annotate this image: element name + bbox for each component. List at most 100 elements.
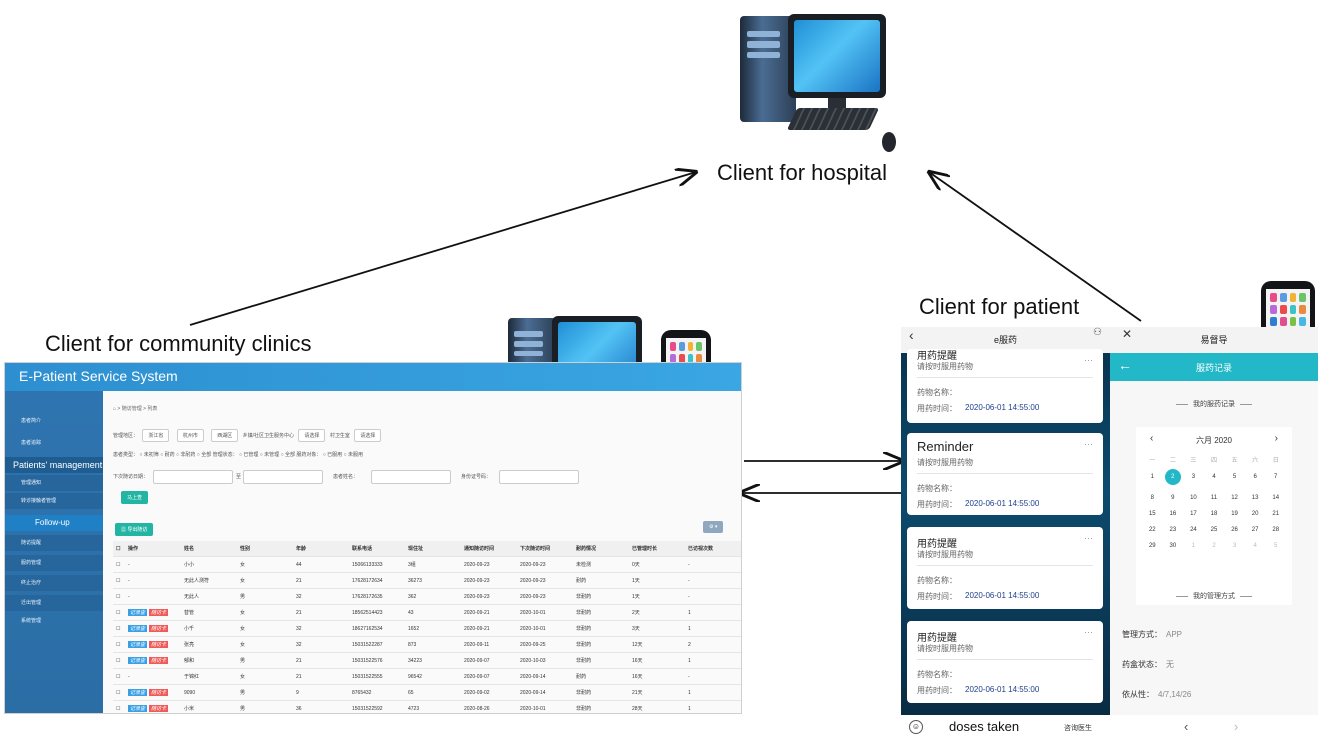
search-button[interactable]: 马上查	[121, 491, 149, 504]
calendar-day[interactable]: 6	[1253, 474, 1257, 480]
calendar-day[interactable]: 2	[1212, 543, 1216, 549]
province-select[interactable]: 浙江省	[142, 429, 170, 442]
close-icon[interactable]: ✕	[1122, 327, 1133, 341]
street-select[interactable]: 请选择	[298, 429, 326, 442]
calendar-day[interactable]: 14	[1272, 495, 1280, 501]
more-icon[interactable]: ···	[1084, 439, 1093, 449]
settings-button[interactable]: ⚙ ▾	[703, 521, 724, 533]
sidebar-item-group1[interactable]: 患者简介	[21, 418, 42, 424]
record-tag[interactable]: 记录查	[128, 689, 148, 696]
calendar-day[interactable]: 1	[1191, 543, 1196, 549]
consult-doctor-link[interactable]: 咨询医生	[1064, 725, 1092, 732]
reminder-card-2[interactable]: Reminder ··· 请按时服用药物 药物名称： 用药时间： 2020-06…	[907, 433, 1103, 515]
calendar-next-icon[interactable]: ›	[1274, 433, 1278, 444]
calendar-day[interactable]: 23	[1169, 527, 1177, 533]
calendar-day[interactable]: 18	[1210, 511, 1218, 517]
nav-back-icon[interactable]: ‹	[1184, 719, 1189, 734]
calendar-day[interactable]: 5	[1274, 543, 1278, 549]
calendar-day[interactable]: 16	[1169, 511, 1177, 517]
calendar-day[interactable]: 22	[1148, 527, 1156, 533]
next-visit-end-input[interactable]	[243, 470, 323, 484]
calendar-day[interactable]: 15	[1148, 511, 1156, 517]
record-tag[interactable]: 记录查	[128, 641, 148, 648]
calendar-day[interactable]: 25	[1210, 527, 1218, 533]
sidebar-item-sub3[interactable]: 随访提醒	[5, 535, 103, 551]
calendar-day[interactable]: 3	[1191, 474, 1196, 480]
calendar-day[interactable]: 9	[1171, 495, 1175, 501]
calendar-day[interactable]: 2	[1164, 469, 1181, 485]
row-checkbox[interactable]: ☐	[116, 689, 121, 696]
filter-status-row[interactable]: 患者类型： ○ 未初筛 ○ 耐药 ○ 非耐药 ○ 全部 管理状态： ○ 已管理 …	[113, 452, 363, 458]
user-icon[interactable]: ⚇	[1093, 327, 1102, 338]
select-all-checkbox[interactable]: ☐	[116, 545, 121, 552]
village-select[interactable]: 请选择	[354, 429, 382, 442]
home-icon[interactable]: ☺	[909, 720, 923, 734]
export-button[interactable]: ▦ 导出随访	[115, 523, 154, 536]
card-tag[interactable]: 随访卡	[149, 609, 169, 616]
row-checkbox[interactable]: ☐	[116, 593, 121, 600]
record-tag[interactable]: 记录查	[128, 705, 148, 712]
calendar-day[interactable]: 24	[1190, 527, 1197, 533]
district-select[interactable]: 西湖区	[211, 429, 239, 442]
calendar-day[interactable]: 7	[1274, 474, 1278, 480]
record-tag[interactable]: 记录查	[128, 657, 148, 664]
calendar-day[interactable]: 29	[1148, 543, 1156, 549]
calendar-day[interactable]: 4	[1212, 474, 1216, 480]
calendar-day[interactable]: 17	[1190, 511, 1197, 517]
calendar-day[interactable]: 11	[1210, 495, 1218, 501]
sidebar-item-sub2[interactable]: 转诊接触者管理	[5, 493, 103, 509]
next-visit-start-input[interactable]	[153, 470, 233, 484]
calendar-day[interactable]: 8	[1150, 495, 1154, 501]
record-tag[interactable]: 记录查	[128, 609, 148, 616]
more-icon[interactable]: ···	[1084, 355, 1093, 365]
calendar-day[interactable]: 30	[1169, 543, 1177, 549]
calendar-prev-icon[interactable]: ‹	[1150, 433, 1154, 444]
row-checkbox[interactable]: ☐	[116, 561, 121, 568]
back-icon[interactable]: ‹	[909, 327, 914, 343]
back-arrow-icon[interactable]: ←	[1118, 357, 1132, 373]
calendar-day[interactable]: 12	[1231, 495, 1238, 501]
calendar-day[interactable]: 13	[1251, 495, 1259, 501]
calendar-day[interactable]: 4	[1253, 543, 1257, 549]
reminder-card-3[interactable]: 用药提醒 ··· 请按时服用药物 药物名称： 用药时间： 2020-06-01 …	[907, 527, 1103, 609]
more-icon[interactable]: ···	[1084, 533, 1093, 543]
calendar-day[interactable]: 27	[1251, 527, 1259, 533]
row-checkbox[interactable]: ☐	[116, 609, 121, 616]
city-select[interactable]: 杭州市	[176, 429, 204, 442]
calendar-day[interactable]: 26	[1231, 527, 1238, 533]
sidebar-item-group2[interactable]: 患者追踪	[21, 440, 42, 446]
idcard-input[interactable]	[499, 470, 579, 484]
card-tag[interactable]: 随访卡	[149, 689, 169, 696]
row-checkbox[interactable]: ☐	[116, 641, 121, 648]
row-checkbox[interactable]: ☐	[116, 705, 121, 712]
sidebar-item-sub4[interactable]: 服药管理	[5, 555, 103, 571]
row-checkbox[interactable]: ☐	[116, 657, 121, 664]
calendar-day[interactable]: 10	[1190, 495, 1197, 501]
more-icon[interactable]: ···	[1084, 627, 1093, 637]
sidebar-item-group3[interactable]: 系统管理	[21, 618, 42, 624]
calendar-day[interactable]: 28	[1272, 527, 1280, 533]
calendar-day[interactable]: 1	[1150, 474, 1154, 480]
sidebar-item-sub1[interactable]: 管理通知	[5, 475, 103, 491]
sidebar-item-patients-management[interactable]: Patients' management	[5, 457, 103, 473]
sidebar-item-sub5[interactable]: 终止治疗	[5, 575, 103, 591]
nav-forward-icon[interactable]: ›	[1234, 719, 1239, 734]
row-checkbox[interactable]: ☐	[116, 625, 121, 632]
sidebar-item-sub6[interactable]: 迁出管理	[5, 595, 103, 611]
calendar-day[interactable]: 5	[1232, 474, 1237, 480]
calendar-day[interactable]: 21	[1272, 511, 1280, 517]
row-checkbox[interactable]: ☐	[116, 577, 121, 584]
reminder-card-4[interactable]: 用药提醒 ··· 请按时服用药物 药物名称： 用药时间： 2020-06-01 …	[907, 621, 1103, 703]
card-tag[interactable]: 随访卡	[149, 625, 169, 632]
reminder-card-1[interactable]: 用药提醒 ··· 请按时服用药物 药物名称： 用药时间： 2020-06-01 …	[907, 349, 1103, 423]
sidebar-item-follow-up[interactable]: Follow-up	[5, 515, 103, 531]
